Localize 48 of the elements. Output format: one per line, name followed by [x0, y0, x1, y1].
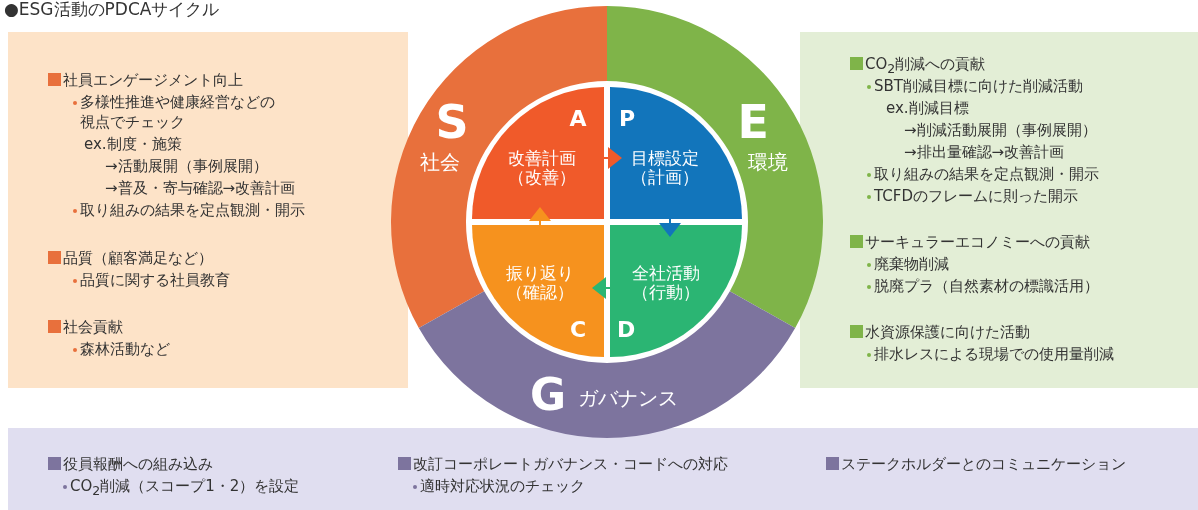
segment-letter: G: [530, 369, 567, 421]
bullet-item: 脱廃プラ（自然素材の標識活用）: [866, 276, 1099, 296]
section-heading: 社員エンゲージメント向上: [48, 70, 243, 90]
arrow: [659, 217, 681, 237]
arrow: [602, 147, 622, 169]
segment-letter: S: [435, 95, 469, 149]
bullet-item: 品質に関する社員教育: [72, 270, 230, 290]
list-line: →活動展開（事例展開）: [105, 156, 268, 176]
diagram-title: ●ESG活動のPDCAサイクル: [4, 0, 220, 19]
section-heading: 社会貢献: [48, 317, 123, 337]
list-line: →排出量確認→改善計画: [904, 142, 1065, 162]
bullet-item: 適時対応状況のチェック: [412, 476, 585, 496]
list-line: →普及・寄与確認→改善計画: [105, 178, 296, 198]
quadrant-label: 改善計画（改善）: [507, 148, 577, 188]
info-panel: [800, 32, 1198, 388]
bullet-item: SBT削減目標に向けた削減活動: [866, 76, 1083, 96]
info-panel: [8, 428, 1198, 510]
bullet-item: 取り組みの結果を定点観測・開示: [866, 164, 1099, 184]
arrow: [529, 207, 551, 227]
quadrant-label: 振り返り（確認）: [505, 263, 575, 303]
segment-label: ガバナンス: [578, 386, 678, 410]
arrow: [592, 277, 612, 299]
section-heading: ステークホルダーとのコミュニケーション: [826, 454, 1126, 474]
quadrant-label: 全社活動（行動）: [631, 263, 701, 303]
section-heading: サーキュラーエコノミーへの貢献: [850, 232, 1090, 252]
bullet-item: 排水レスによる現場での使用量削減: [866, 344, 1114, 364]
list-line: ex.削減目標: [886, 98, 969, 118]
section-heading: 役員報酬への組み込み: [48, 454, 213, 474]
quadrant-letter: D: [617, 316, 636, 342]
bullet-item: CO$_{2}$削減（スコープ1・2）を設定: [62, 476, 300, 501]
info-panel: [8, 32, 408, 388]
segment-letter: E: [737, 95, 769, 149]
bullet-item: 取り組みの結果を定点観測・開示: [72, 200, 305, 220]
section-heading: 改訂コーポレートガバナンス・コードへの対応: [398, 454, 728, 474]
quadrant-label: 目標設定（計画）: [630, 148, 700, 188]
bullet-item: TCFDのフレームに則った開示: [866, 186, 1078, 206]
quadrant-letter: P: [619, 105, 636, 131]
list-line: ex.制度・施策: [84, 134, 182, 154]
list-line: →削減活動展開（事例展開）: [904, 120, 1097, 140]
bullet-item: 森林活動など: [72, 339, 170, 359]
segment-label: 社会: [420, 150, 460, 174]
segment-label: 環境: [748, 150, 788, 174]
quadrant-letter: C: [570, 316, 587, 342]
section-heading: CO$_{2}$削減への貢献: [850, 54, 986, 79]
quadrant-letter: A: [569, 105, 587, 131]
section-heading: 品質（顧客満足など）: [48, 248, 213, 268]
bullet-item: 廃棄物削減: [866, 254, 949, 274]
section-heading: 水資源保護に向けた活動: [850, 322, 1030, 342]
